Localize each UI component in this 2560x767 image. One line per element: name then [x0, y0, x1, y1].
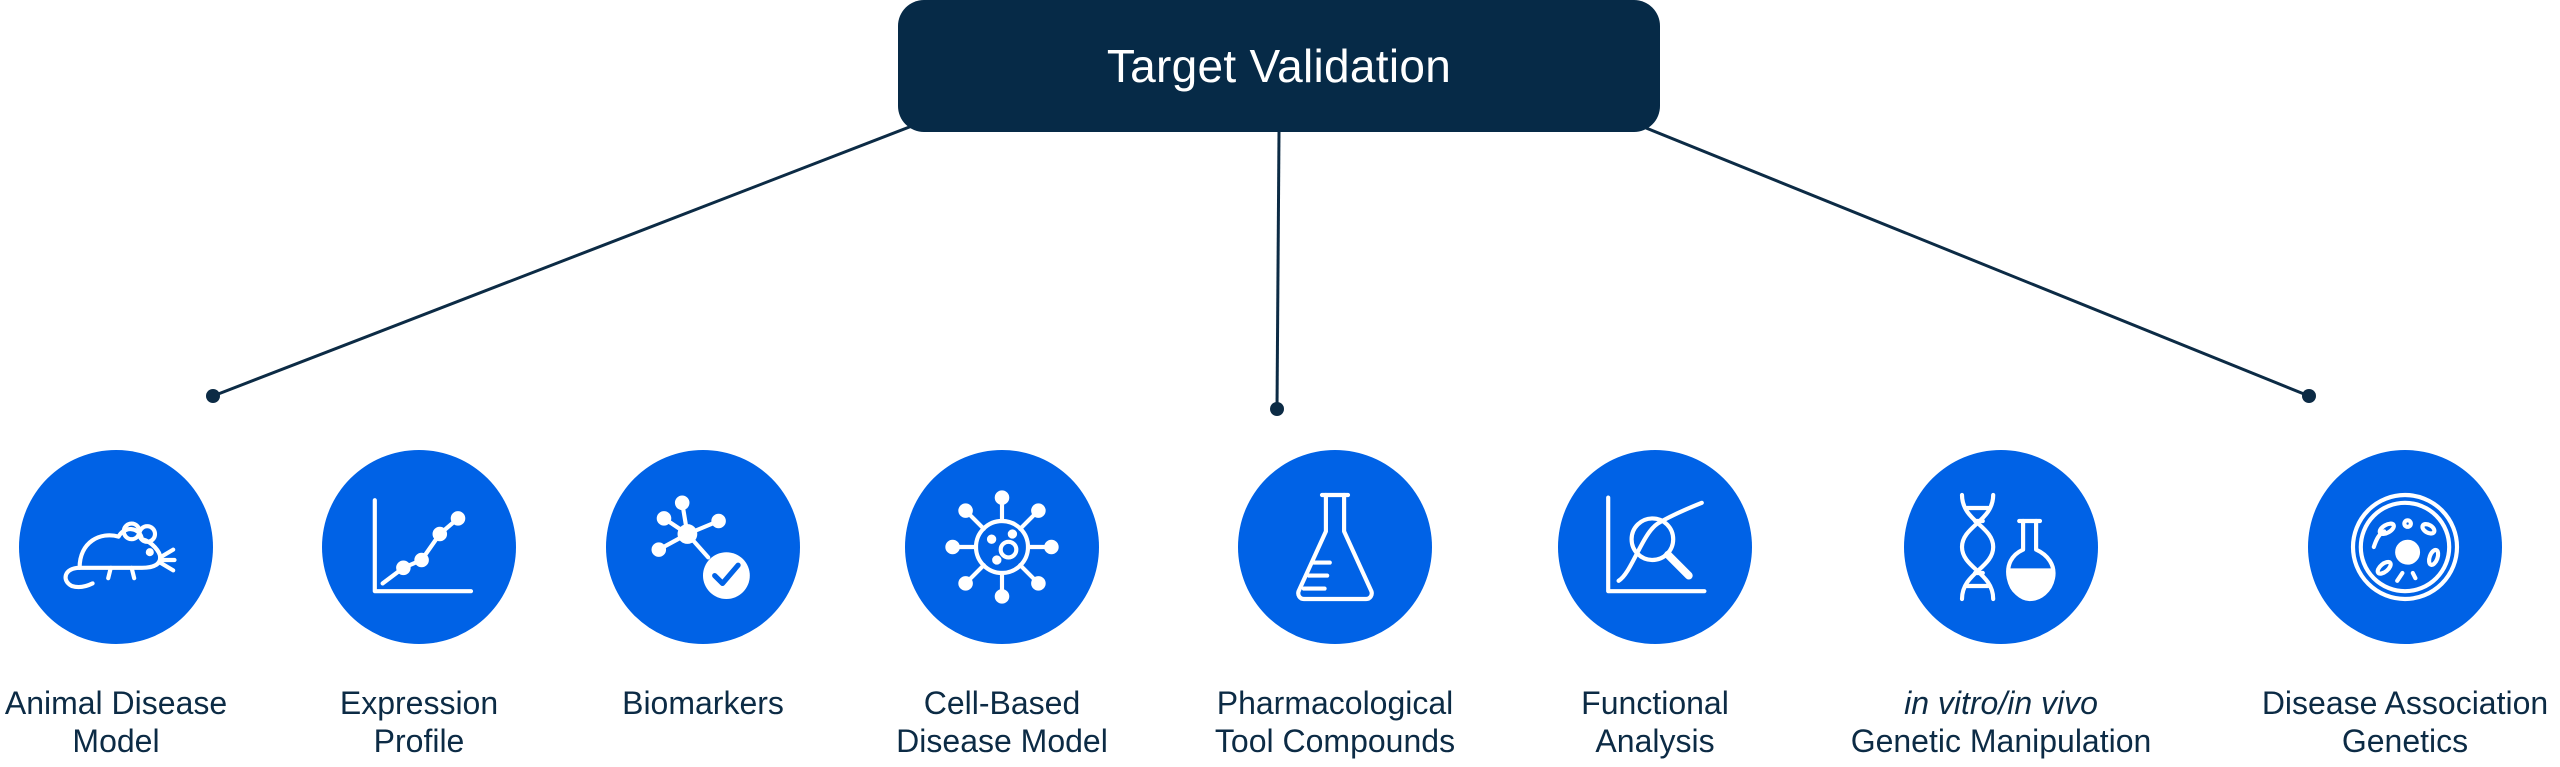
node-label-line-1: Disease Association [2261, 685, 2549, 721]
node-functional-analysis: Functional Analysis [1475, 450, 1835, 760]
node-genetic-manipulation: in vitro/in vivo Genetic Manipulation [1821, 450, 2181, 760]
node-label-line-1: Animal Disease [4, 685, 228, 721]
node-cell-based-disease-model: Cell-Based Disease Model [822, 450, 1182, 760]
node-label: Animal Disease Model [0, 684, 296, 760]
node-label: Expression Profile [239, 684, 599, 760]
node-label-line-1: Biomarkers [622, 685, 784, 721]
connector-line-center [1275, 131, 1281, 410]
node-circle [1238, 450, 1432, 644]
node-circle [606, 450, 800, 644]
root-title: Target Validation [1106, 40, 1452, 92]
node-expression-profile: Expression Profile [239, 450, 599, 760]
node-disease-association-genetics: Disease Association Genetics [2225, 450, 2560, 760]
node-label-line-1: Cell-Based [923, 685, 1081, 721]
node-label-line-1: in vitro/in vivo [1904, 685, 2098, 721]
node-label-line-1: Pharmacological [1216, 685, 1454, 721]
node-circle [2308, 450, 2502, 644]
node-circle [1904, 450, 2098, 644]
node-label-line-2: Disease Model [896, 723, 1108, 759]
node-label-line-2: Tool Compounds [1214, 723, 1456, 759]
node-label: Disease Association Genetics [2225, 684, 2560, 760]
connector-dot-center [1270, 402, 1284, 416]
connector-line-right [1645, 126, 2310, 398]
node-circle [322, 450, 516, 644]
node-label-line-2: Model [72, 723, 160, 759]
node-label-line-1: Expression [339, 685, 499, 721]
node-label-line-2: Genetic Manipulation [1850, 723, 2152, 759]
line-chart-icon [372, 498, 474, 594]
node-label-line-2: Analysis [1595, 723, 1715, 759]
node-label-line-2: Genetics [2341, 723, 2469, 759]
node-label-line-2: Profile [373, 723, 465, 759]
molecule-check-icon [651, 495, 750, 599]
node-label: in vitro/in vivo Genetic Manipulation [1821, 684, 2181, 760]
node-animal-disease-model: Animal Disease Model [0, 450, 296, 760]
cell-icon [2350, 492, 2460, 602]
node-label: Biomarkers [523, 684, 883, 722]
node-label: Cell-Based Disease Model [822, 684, 1182, 760]
connector-dot-left [206, 389, 220, 403]
node-label: Pharmacological Tool Compounds [1155, 684, 1515, 760]
node-biomarkers: Biomarkers [523, 450, 883, 722]
flask-icon [1296, 492, 1374, 602]
root-node: Target Validation [898, 0, 1660, 132]
node-circle [1558, 450, 1752, 644]
dna-flask-icon [1959, 492, 2056, 602]
chart-magnifier-icon [1606, 495, 1707, 594]
connector-line-left [212, 124, 913, 398]
mouse-icon [63, 521, 177, 590]
node-circle [19, 450, 213, 644]
virus-cell-icon [945, 490, 1059, 604]
node-label: Functional Analysis [1475, 684, 1835, 760]
connector-dot-right [2302, 389, 2316, 403]
node-label-line-1: Functional [1581, 685, 1729, 721]
node-circle [905, 450, 1099, 644]
node-pharmacological-tool-compounds: Pharmacological Tool Compounds [1155, 450, 1515, 760]
